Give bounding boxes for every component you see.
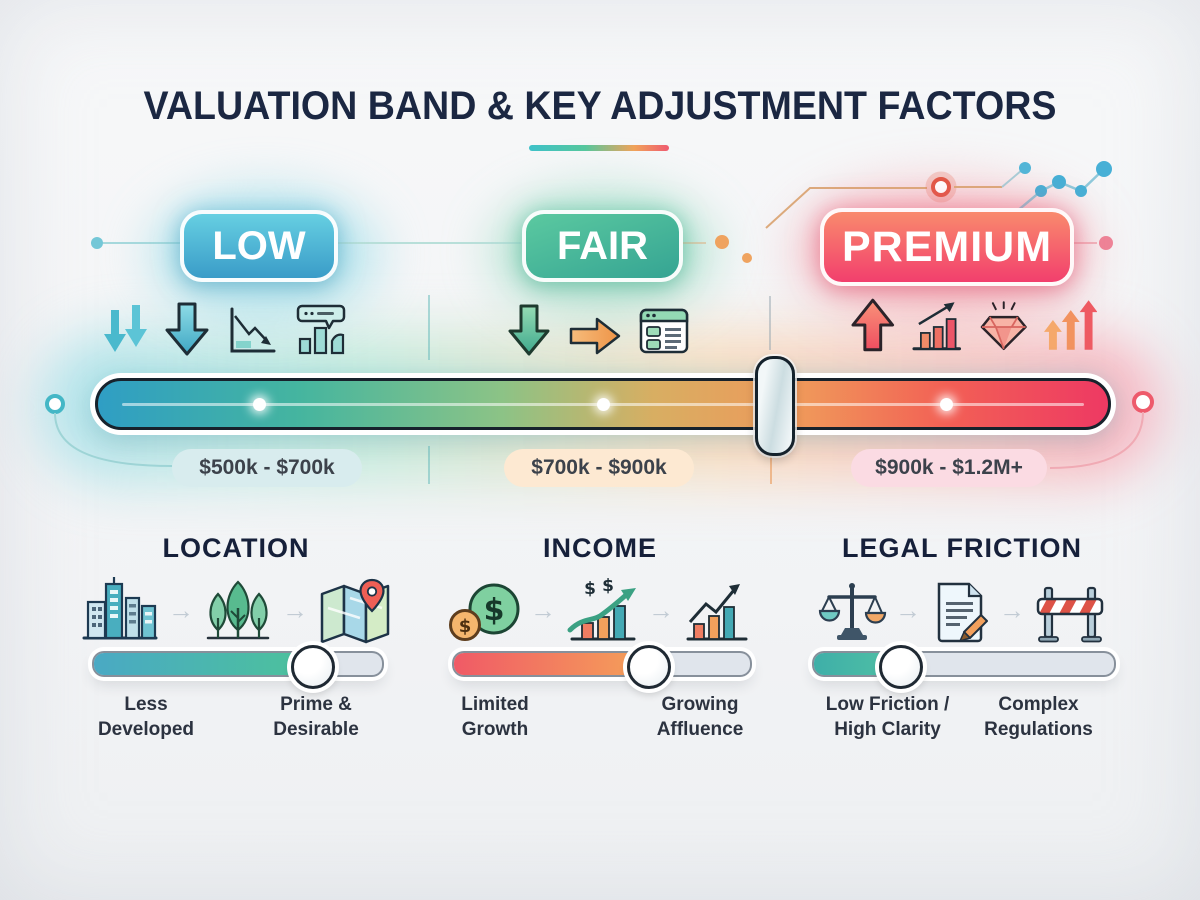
city-buildings-icon xyxy=(82,577,158,640)
step-arrow-icon: → xyxy=(999,595,1025,625)
factor-title-income: INCOME xyxy=(543,533,657,563)
declining-line-chart-icon xyxy=(230,307,276,353)
price-drop-bars-icon xyxy=(296,304,346,355)
legal-friction-slider[interactable] xyxy=(812,645,1116,689)
legal-friction-icons: → → xyxy=(802,566,1122,644)
income-left-label: Limited Growth xyxy=(461,694,529,741)
legal-friction-slider-fill xyxy=(814,653,898,675)
justice-scales-icon xyxy=(818,583,887,640)
income-labels: Limited Growth Growing Affluence xyxy=(425,692,770,742)
price-range-premium: $900k - $1.2M+ xyxy=(851,449,1047,487)
step-arrow-icon: → xyxy=(648,595,674,625)
price-range-fair: $700k - $900k xyxy=(504,449,694,487)
rising-bar-chart-icon xyxy=(912,302,961,351)
location-slider[interactable] xyxy=(92,645,384,689)
step-arrow-icon: → xyxy=(168,595,194,625)
down-arrow-icon xyxy=(508,304,550,356)
svg-text:$: $ xyxy=(459,616,472,637)
valuation-slider-handle[interactable] xyxy=(754,356,795,456)
slider-dot-fair xyxy=(596,397,610,411)
right-arrow-icon xyxy=(569,317,621,355)
folded-map-pin-icon xyxy=(320,578,390,644)
triple-up-arrows-icon xyxy=(1043,300,1098,350)
income-slider-fill xyxy=(454,653,647,675)
location-slider-knob[interactable] xyxy=(291,645,335,689)
location-left-label: Less Developed xyxy=(97,694,195,741)
right-ring-connector xyxy=(1049,391,1154,469)
double-down-arrows-icon xyxy=(104,305,147,352)
legal-right-label: Complex Regulations xyxy=(984,694,1093,741)
income-slider-knob[interactable] xyxy=(627,645,672,689)
diamond-icon xyxy=(980,301,1027,351)
location-slider-fill xyxy=(94,653,310,675)
location-labels: Less Developed Prime & Desirable xyxy=(70,692,392,742)
document-pencil-icon xyxy=(937,582,988,643)
band-badge-low: LOW xyxy=(180,210,338,282)
fair-band-icons xyxy=(505,302,700,358)
legal-friction-labels: Low Friction / High Clarity Complex Regu… xyxy=(812,692,1114,742)
step-arrow-icon: → xyxy=(895,595,921,625)
section-dividers xyxy=(428,295,772,484)
band-badge-fair: FAIR xyxy=(522,210,683,282)
dollar-coins-icon: $ $ xyxy=(449,583,520,641)
slider-dot-premium xyxy=(939,397,953,411)
band-label: PREMIUM xyxy=(841,222,1053,271)
location-icons: → → xyxy=(80,566,392,644)
svg-text:$: $ xyxy=(602,576,614,596)
factor-title-legal-friction: LEGAL FRICTION xyxy=(842,533,1082,563)
legal-left-label: Low Friction / High Clarity xyxy=(825,694,950,741)
income-slider[interactable] xyxy=(452,645,752,689)
valuation-band-slider[interactable] xyxy=(95,378,1111,430)
mini-line-chart-decoration xyxy=(1009,161,1112,218)
svg-text:$: $ xyxy=(584,579,596,599)
low-band-icons xyxy=(103,300,358,358)
factor-title-location: LOCATION xyxy=(162,533,310,563)
svg-text:$: $ xyxy=(484,593,505,628)
down-arrow-icon xyxy=(165,302,209,356)
trend-bar-chart-icon xyxy=(686,584,748,641)
step-arrow-icon: → xyxy=(530,595,556,625)
premium-band-icons xyxy=(849,296,1098,354)
legal-friction-slider-knob[interactable] xyxy=(879,645,923,689)
listing-window-icon xyxy=(639,308,689,354)
band-label: LOW xyxy=(212,223,306,268)
left-ring-connector xyxy=(45,394,173,467)
income-right-label: Growing Affluence xyxy=(656,694,744,741)
income-icons: $ $ → $ $ → xyxy=(442,566,758,644)
slider-dot-low xyxy=(253,397,267,411)
dollar-growth-bars-icon: $ $ xyxy=(567,576,636,641)
title-underline xyxy=(529,145,669,151)
road-barrier-icon xyxy=(1036,586,1104,643)
band-label: FAIR xyxy=(556,223,649,268)
step-arrow-icon: → xyxy=(282,595,308,625)
location-right-label: Prime & Desirable xyxy=(273,694,359,741)
band-badge-premium: PREMIUM xyxy=(820,208,1074,286)
trees-icon xyxy=(206,580,270,640)
up-arrow-icon xyxy=(851,298,895,352)
connector-line xyxy=(91,236,1113,250)
page-title: VALUATION BAND & KEY ADJUSTMENT FACTORS xyxy=(143,84,1057,128)
price-range-low: $500k - $700k xyxy=(172,449,362,487)
circuit-decoration xyxy=(715,162,1031,263)
